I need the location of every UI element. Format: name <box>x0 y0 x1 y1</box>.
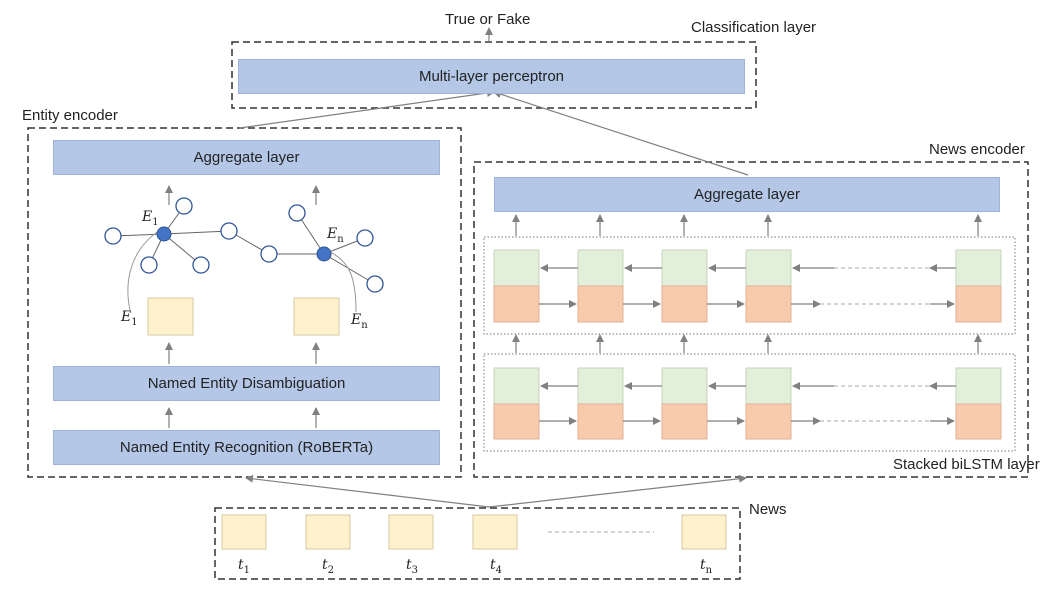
bilstm-lower-frame <box>483 353 1016 452</box>
entity-embedding-1 <box>147 297 194 336</box>
graph-node <box>288 204 306 222</box>
token-box <box>681 514 727 550</box>
ned-label: Named Entity Disambiguation <box>147 375 346 392</box>
entity-embedding-label-n: En <box>351 312 368 331</box>
classification-title: Classification layer <box>691 19 817 36</box>
token-boxes <box>221 514 727 550</box>
news-aggregate-label: Aggregate layer <box>694 186 800 203</box>
classification-frame <box>231 41 757 109</box>
news-title: News <box>749 501 787 518</box>
news-frame <box>214 507 741 580</box>
graph-node <box>140 256 158 274</box>
lstm-lower-cells <box>493 367 1002 440</box>
token-box <box>472 514 518 550</box>
entity-encoder-title: Entity encoder <box>22 107 118 124</box>
token-label-1: t1 <box>238 557 251 576</box>
token-box <box>305 514 351 550</box>
graph-node <box>192 256 210 274</box>
bilstm-label: Stacked biLSTM layer <box>893 456 1040 473</box>
entity-aggregate-layer: Aggregate layer <box>53 140 440 175</box>
graph-node <box>366 275 384 293</box>
token-label-3: t3 <box>406 557 419 576</box>
entity-aggregate-label: Aggregate layer <box>193 149 300 166</box>
graph-node <box>260 245 278 263</box>
token-label-2: t2 <box>322 557 335 576</box>
entity-node-n <box>316 246 332 262</box>
entity-embedding-n <box>293 297 340 336</box>
entity-encoder-frame <box>27 127 462 478</box>
lstm-ellipsis-lines <box>820 267 930 422</box>
graph-node <box>356 229 374 247</box>
entity-node-label-1: E1 <box>142 209 159 228</box>
graph-node <box>220 222 238 240</box>
output-label: True or Fake <box>445 11 531 28</box>
ner-label: Named Entity Recognition (RoBERTa) <box>119 439 374 456</box>
token-label-4: t4 <box>490 557 503 576</box>
mlp-label: Multi-layer perceptron <box>418 68 565 85</box>
news-encoder-title: News encoder <box>929 141 1025 158</box>
entity-node-1 <box>156 226 172 242</box>
ned-layer: Named Entity Disambiguation <box>53 366 440 401</box>
news-aggregate-layer: Aggregate layer <box>494 177 1000 212</box>
news-encoder-frame <box>473 161 1029 478</box>
ner-layer: Named Entity Recognition (RoBERTa) <box>53 430 440 465</box>
bilstm-upper-frame <box>483 236 1016 335</box>
entity-graph <box>104 197 384 313</box>
arrows <box>165 27 982 508</box>
token-box <box>388 514 434 550</box>
entity-node-label-n: En <box>327 226 344 245</box>
token-box <box>221 514 267 550</box>
graph-node <box>175 197 193 215</box>
lstm-upper-cells <box>493 249 1002 323</box>
graph-node <box>104 227 122 245</box>
mlp-layer: Multi-layer perceptron <box>238 59 745 94</box>
token-label-n: tn <box>700 557 713 576</box>
entity-embedding-label-1: E1 <box>121 309 138 328</box>
